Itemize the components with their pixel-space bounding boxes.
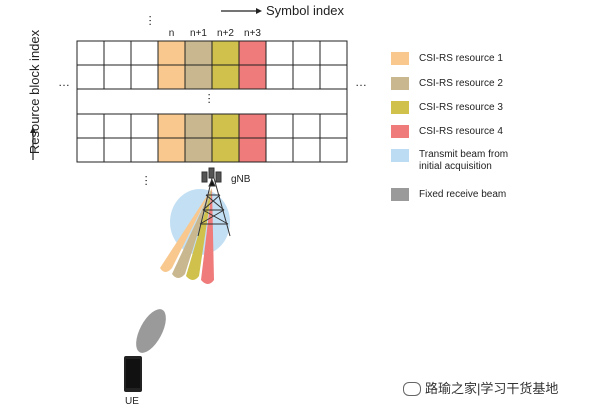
ellipsis-bottom: … [142,174,157,188]
legend-label: CSI-RS resource 1 [419,53,503,64]
ellipsis-top: … [146,14,161,28]
legend-swatch [391,125,409,138]
wechat-icon [403,381,421,396]
gnb-tower-icon [197,167,231,237]
symbol-axis-arrowhead [256,8,262,14]
legend-label: CSI-RS resource 3 [419,102,503,113]
legend-swatch [391,149,409,162]
beam-resource-1 [160,188,212,272]
ue-phone-icon [124,356,142,392]
legend-swatch [391,77,409,90]
ellipsis-right: … [355,75,368,89]
legend-item-resource-1: CSI-RS resource 1 [391,52,503,65]
gnb-label: gNB [231,174,251,185]
legend-item-transmit-beam: Transmit beam from initial acquisition [391,149,508,172]
resource-grid [76,40,348,163]
resource-block-index-label: Resource block index [27,29,42,155]
watermark: 路瑜之家|学习干货基地 [403,378,558,398]
legend-item-resource-3: CSI-RS resource 3 [391,101,503,114]
legend-label: Transmit beam from initial acquisition [419,149,509,172]
legend-item-resource-2: CSI-RS resource 2 [391,77,503,90]
legend-item-receive-beam: Fixed receive beam [391,188,506,201]
fixed-receive-beam [136,309,166,353]
beam-resource-4 [201,188,214,284]
rb-axis-arrowhead [30,127,36,133]
ellipsis-middle: … [205,92,220,106]
legend-swatch [391,101,409,114]
legend-label: Fixed receive beam [419,189,507,200]
column-label-n: n [168,28,175,39]
column-label-n2: n+2 [217,28,234,39]
column-label-n3: n+3 [244,28,261,39]
legend-item-resource-4: CSI-RS resource 4 [391,125,503,138]
column-label-n1: n+1 [190,28,207,39]
ellipsis-left: … [58,75,71,89]
legend-swatch [391,188,409,201]
ue-label: UE [125,396,139,407]
legend-label: CSI-RS resource 2 [419,78,503,89]
beam-resource-2 [172,188,212,278]
legend-label: CSI-RS resource 4 [419,126,503,137]
symbol-index-label: Symbol index [266,3,345,18]
legend-swatch [391,52,409,65]
watermark-text: 路瑜之家|学习干货基地 [425,381,559,396]
